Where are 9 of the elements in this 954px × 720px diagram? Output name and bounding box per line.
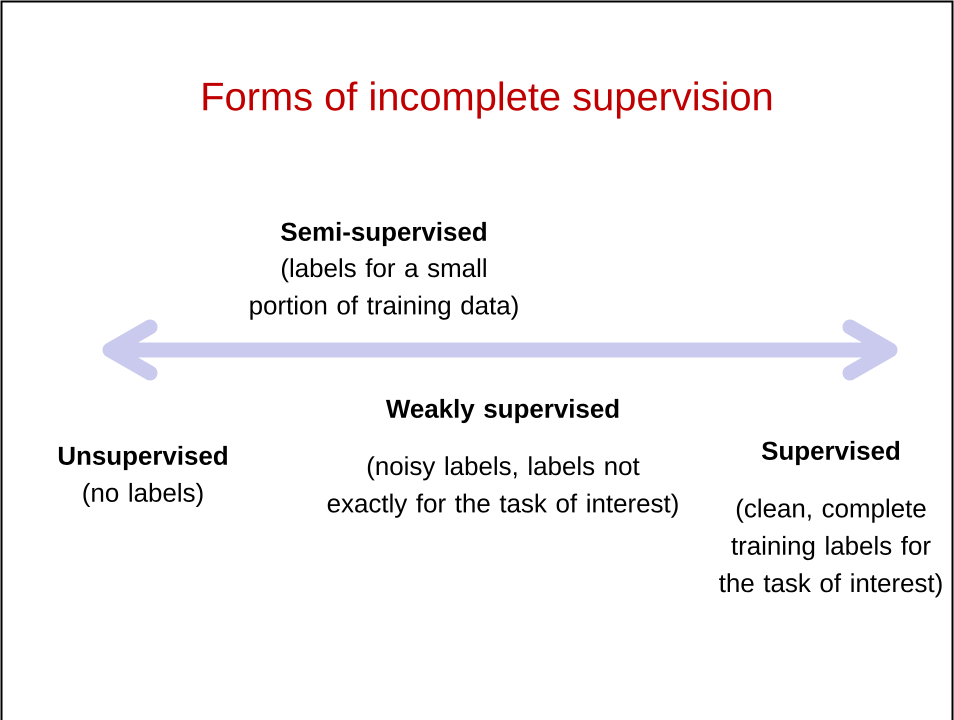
heading-text: Unsupervised [58,446,227,470]
heading-text: Supervised [762,440,900,466]
description-text: (labels for a small portion of training data) [250,258,518,320]
description-text: (noisy labels, labels not exactly for the task of interest) [328,456,678,518]
title: Forms of incomplete supervision [203,81,772,119]
description-text: (clean, complete training labels for the task of interest) [719,498,942,598]
heading-text: Weakly supervised [386,398,618,424]
description-text: (no labels) [83,482,203,508]
heading-text: Semi-supervised [281,222,486,246]
